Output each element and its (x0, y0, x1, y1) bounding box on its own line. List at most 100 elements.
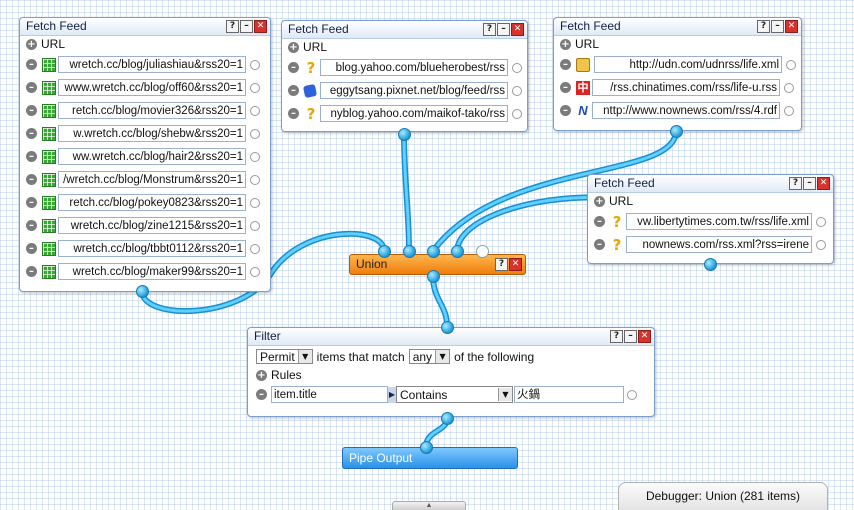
remove-url-icon[interactable]: – (288, 62, 299, 73)
url-terminal[interactable] (250, 128, 260, 139)
union-input-terminal-3[interactable] (427, 245, 440, 258)
rule-value-input[interactable]: 火鍋 (514, 386, 624, 403)
filter-output-terminal[interactable] (441, 412, 454, 425)
url-input[interactable]: w.wretch.cc/blog/shebw&rss20=1 (58, 125, 246, 142)
url-terminal[interactable] (250, 243, 260, 254)
module-titlebar[interactable]: Filter ? – ✕ (248, 328, 654, 346)
remove-url-icon[interactable]: – (288, 108, 299, 119)
help-icon[interactable]: ? (483, 23, 496, 36)
url-input[interactable]: nyblog.yahoo.com/maikof-tako/rss (320, 105, 508, 122)
permit-select[interactable]: Permit▼ (256, 349, 313, 364)
remove-url-icon[interactable]: – (560, 59, 571, 70)
module-titlebar[interactable]: Fetch Feed ? – ✕ (282, 21, 527, 39)
minimize-icon[interactable]: – (771, 20, 784, 33)
help-icon[interactable]: ? (757, 20, 770, 33)
filter-module[interactable]: Filter ? – ✕ Permit▼ items that match an… (247, 327, 655, 417)
add-url-icon[interactable]: + (594, 196, 605, 207)
remove-url-icon[interactable]: – (26, 266, 37, 277)
url-terminal[interactable] (250, 197, 260, 208)
close-icon[interactable]: ✕ (509, 258, 522, 271)
url-input[interactable]: retch.cc/blog/movier326&rss20=1 (58, 102, 246, 119)
minimize-icon[interactable]: – (803, 177, 816, 190)
url-input[interactable]: http://udn.com/udnrss/life.xml (594, 56, 782, 73)
pipe-output-input-terminal[interactable] (420, 441, 433, 454)
remove-url-icon[interactable]: – (594, 216, 605, 227)
output-terminal-feed-3[interactable] (670, 125, 683, 138)
remove-url-icon[interactable]: – (26, 174, 37, 185)
remove-url-icon[interactable]: – (594, 239, 605, 250)
canvas-scroll-handle[interactable]: ▲ (392, 501, 466, 510)
url-terminal[interactable] (250, 151, 260, 162)
url-terminal[interactable] (250, 220, 260, 231)
url-terminal[interactable] (816, 239, 826, 250)
module-titlebar[interactable]: Fetch Feed ? – ✕ (588, 175, 833, 193)
url-input[interactable]: wretch.cc/blog/juliashiau&rss20=1 (58, 56, 246, 73)
url-input[interactable]: nownews.com/rss.xml?rss=irene (626, 236, 812, 253)
filter-input-terminal[interactable] (441, 321, 454, 334)
output-terminal-feed-1[interactable] (136, 285, 149, 298)
fetch-feed-module-1[interactable]: Fetch Feed ? – ✕ + URL –wretch.cc/blog/j… (19, 17, 271, 292)
close-icon[interactable]: ✕ (638, 330, 651, 343)
close-icon[interactable]: ✕ (511, 23, 524, 36)
url-input[interactable]: blog.yahoo.com/blueherobest/rss (320, 59, 508, 76)
url-input[interactable]: /wretch.cc/blog/Monstrum&rss20=1 (58, 171, 246, 188)
remove-url-icon[interactable]: – (26, 59, 37, 70)
minimize-icon[interactable]: – (240, 20, 253, 33)
url-input[interactable]: retch.cc/blog/pokey0823&rss20=1 (58, 194, 246, 211)
remove-url-icon[interactable]: – (26, 151, 37, 162)
help-icon[interactable]: ? (789, 177, 802, 190)
add-url-icon[interactable]: + (26, 39, 37, 50)
url-terminal[interactable] (784, 82, 794, 93)
expand-icon[interactable]: ▶ (388, 386, 396, 403)
url-input[interactable]: ww.wretch.cc/blog/hair2&rss20=1 (58, 148, 246, 165)
url-terminal[interactable] (786, 59, 796, 70)
remove-url-icon[interactable]: – (26, 105, 37, 116)
url-terminal[interactable] (784, 105, 794, 116)
url-terminal[interactable] (512, 108, 522, 119)
module-titlebar[interactable]: Fetch Feed ? – ✕ (554, 18, 801, 36)
minimize-icon[interactable]: – (497, 23, 510, 36)
remove-url-icon[interactable]: – (26, 128, 37, 139)
remove-url-icon[interactable]: – (26, 197, 37, 208)
url-input[interactable]: wretch.cc/blog/tbbt0112&rss20=1 (58, 240, 246, 257)
output-terminal-feed-2[interactable] (398, 128, 411, 141)
remove-url-icon[interactable]: – (26, 220, 37, 231)
close-icon[interactable]: ✕ (817, 177, 830, 190)
remove-url-icon[interactable]: – (560, 82, 571, 93)
url-input[interactable]: /rss.chinatimes.com/rss/life-u.rss (592, 79, 780, 96)
remove-rule-icon[interactable]: – (256, 389, 267, 400)
union-output-terminal[interactable] (427, 270, 440, 283)
match-select[interactable]: any▼ (408, 349, 451, 364)
union-input-terminal-2[interactable] (403, 245, 416, 258)
rule-terminal[interactable] (627, 389, 637, 400)
url-terminal[interactable] (250, 266, 260, 277)
url-input[interactable]: vw.libertytimes.com.tw/rss/life.xml (626, 213, 812, 230)
url-terminal[interactable] (250, 82, 260, 93)
url-terminal[interactable] (250, 174, 260, 185)
help-icon[interactable]: ? (226, 20, 239, 33)
url-terminal[interactable] (250, 59, 260, 70)
add-url-icon[interactable]: + (560, 39, 571, 50)
rule-field-input[interactable]: item.title (271, 386, 388, 403)
url-input[interactable]: eggytsang.pixnet.net/blog/feed/rss (320, 82, 508, 99)
url-input[interactable]: wretch.cc/blog/zine1215&rss20=1 (58, 217, 246, 234)
remove-url-icon[interactable]: – (26, 82, 37, 93)
remove-url-icon[interactable]: – (560, 105, 571, 116)
close-icon[interactable]: ✕ (785, 20, 798, 33)
rule-operator-select[interactable]: Contains▼ (396, 386, 513, 403)
url-input[interactable]: wretch.cc/blog/maker99&rss20=1 (58, 263, 246, 280)
help-icon[interactable]: ? (495, 258, 508, 271)
remove-url-icon[interactable]: – (288, 85, 299, 96)
module-titlebar[interactable]: Fetch Feed ? – ✕ (20, 18, 270, 36)
fetch-feed-module-3[interactable]: Fetch Feed ? – ✕ + URL –http://udn.com/u… (553, 17, 802, 131)
close-icon[interactable]: ✕ (254, 20, 267, 33)
url-terminal[interactable] (512, 62, 522, 73)
fetch-feed-module-4[interactable]: Fetch Feed ? – ✕ + URL –?vw.libertytimes… (587, 174, 834, 264)
add-rule-icon[interactable]: + (256, 370, 267, 381)
url-terminal[interactable] (512, 85, 522, 96)
url-input[interactable]: www.wretch.cc/blog/off60&rss20=1 (58, 79, 246, 96)
url-terminal[interactable] (816, 216, 826, 227)
debugger-tab[interactable]: Debugger: Union (281 items) (618, 482, 828, 510)
url-terminal[interactable] (250, 105, 260, 116)
union-input-terminal-4[interactable] (451, 245, 464, 258)
